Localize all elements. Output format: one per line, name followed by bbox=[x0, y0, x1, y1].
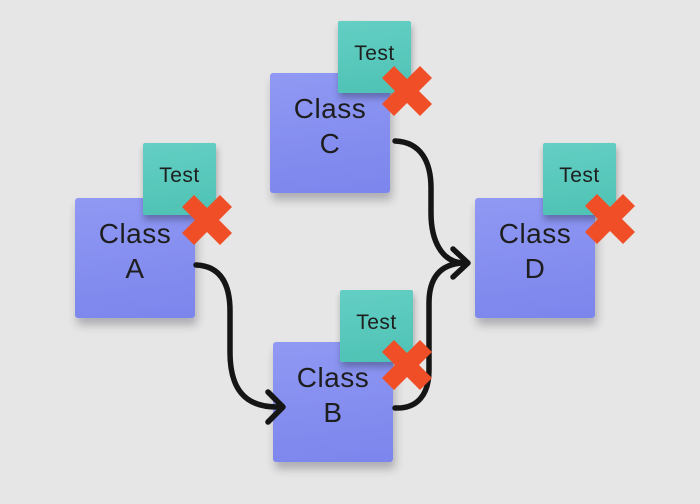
test-note-class-b-label: Test bbox=[356, 311, 397, 334]
sticky-note-class-c[interactable]: Class C bbox=[270, 73, 390, 193]
test-note-class-d-label: Test bbox=[559, 164, 600, 187]
sticky-note-class-a[interactable]: Class A bbox=[75, 198, 195, 318]
class-a-label: Class A bbox=[75, 191, 195, 311]
cross-out-icon-class-d bbox=[584, 193, 636, 245]
class-a-label-line1: Class bbox=[98, 218, 172, 249]
test-note-class-c-label: Test bbox=[354, 42, 395, 65]
test-note-class-a-label: Test bbox=[159, 164, 200, 187]
sticky-note-class-d[interactable]: Class D bbox=[475, 198, 595, 318]
class-b-label-line2: B bbox=[323, 397, 343, 428]
class-c-label: Class C bbox=[270, 66, 390, 186]
cross-out-icon-class-c bbox=[381, 65, 433, 117]
class-a-label-line2: A bbox=[125, 253, 145, 284]
arrowhead-into-class-d-icon bbox=[450, 246, 471, 280]
sticky-note-class-b[interactable]: Class B bbox=[273, 342, 393, 462]
cross-out-icon-class-a bbox=[181, 194, 233, 246]
arrow-class-a-to-class-b bbox=[193, 262, 280, 410]
class-c-label-line2: C bbox=[319, 128, 341, 159]
test-note-class-a[interactable]: Test bbox=[143, 143, 216, 215]
class-b-label: Class B bbox=[273, 335, 393, 455]
class-b-label-line1: Class bbox=[296, 362, 370, 393]
arrow-class-c-to-class-d bbox=[392, 138, 466, 266]
class-c-label-line1: Class bbox=[293, 93, 367, 124]
class-d-label-line2: D bbox=[524, 253, 546, 284]
cross-out-icon-class-b bbox=[381, 339, 433, 391]
class-d-label-line1: Class bbox=[498, 218, 572, 249]
class-d-label: Class D bbox=[475, 191, 595, 311]
